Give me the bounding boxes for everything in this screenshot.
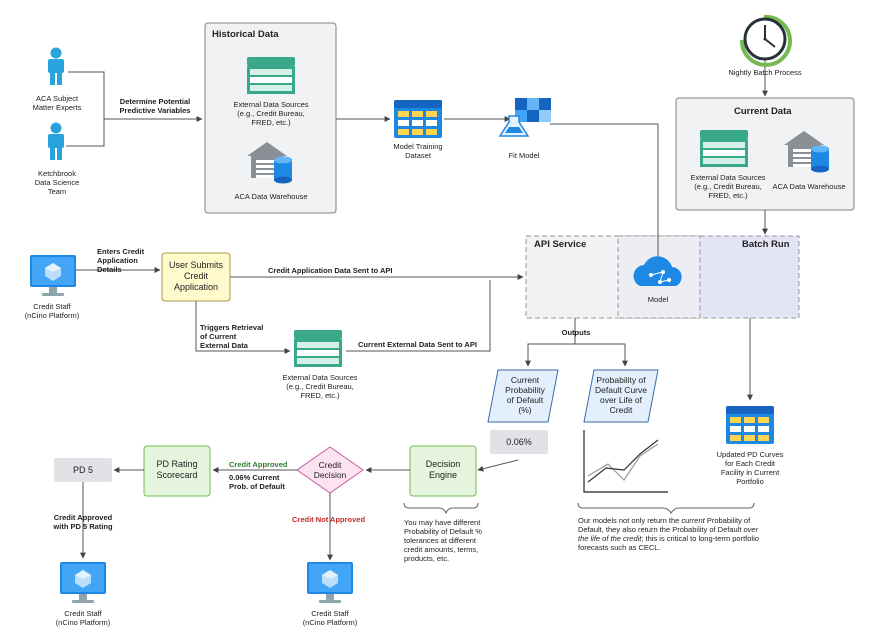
pd-value: 0.06% <box>506 437 532 447</box>
approved-detail-label: 0.06% Current Prob. of Default <box>229 473 285 491</box>
decision-engine-label: Decision Engine <box>425 459 461 480</box>
historical-data-container <box>204 22 337 214</box>
outputs-label: Outputs <box>561 328 591 337</box>
staff-bottom-mid-label: Credit Staff (nCino Platform) <box>302 609 358 627</box>
not-approved-label: Credit Not Approved <box>292 515 366 524</box>
staff-top-label: Credit Staff (nCino Platform) <box>24 302 80 320</box>
storage-icon-historical <box>247 57 295 94</box>
current-pd-output <box>487 369 559 423</box>
ds-label: Ketchbrook Data Science Team <box>34 169 80 196</box>
model-label: Model <box>647 295 669 304</box>
monitor-icon-bottom-mid <box>307 562 353 603</box>
pd-rating-box <box>143 445 211 497</box>
pd-rating-label: PD Rating Scorecard <box>156 459 198 480</box>
staff-bottom-left-label: Credit Staff (nCino Platform) <box>55 609 111 627</box>
credit-approved-label: Credit Approved <box>229 460 288 469</box>
batch-run-title: Batch Run <box>742 239 790 250</box>
person-icon-sme <box>48 47 64 85</box>
training-dataset-label: Model Training Dataset <box>393 142 443 160</box>
user-submits-label: User Submits Credit Application <box>168 260 223 292</box>
nightly-batch-label: Nightly Batch Process <box>728 68 802 77</box>
current-ext-sent-label: Current External Data Sent to API <box>358 340 477 349</box>
pd5-box <box>54 458 112 482</box>
storage-icon-mid <box>294 330 342 367</box>
pd-value-box <box>490 430 548 454</box>
ext-sources-mid-label: External Data Sources (e.g., Credit Bure… <box>282 373 358 400</box>
table-icon-updated-curves <box>726 406 774 444</box>
model-region <box>617 235 701 319</box>
api-service-title: API Service <box>534 239 587 250</box>
table-icon-training <box>394 100 442 138</box>
historical-title: Historical Data <box>212 29 279 40</box>
storage-icon-current <box>700 130 748 167</box>
fit-model-label: Fit Model <box>508 151 540 160</box>
pd-curve-output <box>583 369 659 423</box>
current-title: Current Data <box>734 106 792 117</box>
clock-icon <box>739 14 792 67</box>
triggers-label: Triggers Retrieval of Current External D… <box>200 323 264 350</box>
current-pd-label: Current Probability of Default (%) <box>505 375 545 415</box>
determine-vars-label: Determine Potential Predictive Variables <box>119 97 191 115</box>
sme-label: ACA Subject Matter Experts <box>32 94 82 112</box>
model-cloud-icon <box>633 256 682 286</box>
aca-dw-label: ACA Data Warehouse <box>234 192 308 201</box>
pd-curve-label: Probability of Default Curve over Life o… <box>595 375 647 415</box>
enters-app-label: Enters Credit Application Details <box>97 247 145 274</box>
current-dw-label: ACA Data Warehouse <box>772 182 846 191</box>
approved-pd5-label: Credit Approved with PD 5 Rating <box>53 513 113 531</box>
tolerance-note: You may have different Probability of De… <box>404 518 482 563</box>
models-note: Our models not only return the current P… <box>578 516 759 552</box>
credit-decision-label: Credit Decision <box>313 460 347 480</box>
current-ext-sources-label: External Data Sources (e.g., Credit Bure… <box>690 173 766 200</box>
batch-run-container <box>699 235 800 319</box>
decision-engine-box <box>409 445 477 497</box>
monitor-icon-bottom-left <box>60 562 106 603</box>
pd5-label: PD 5 <box>72 465 93 475</box>
trend-chart-icon <box>583 430 668 493</box>
monitor-icon-top <box>30 255 76 296</box>
app-data-sent-label: Credit Application Data Sent to API <box>268 266 393 275</box>
fit-model-icon <box>498 98 551 137</box>
updated-curves-label: Updated PD Curves for Each Credit Facili… <box>716 450 784 486</box>
ext-sources-label: External Data Sources (e.g., Credit Bure… <box>233 100 309 127</box>
person-icon-ds <box>48 122 64 160</box>
